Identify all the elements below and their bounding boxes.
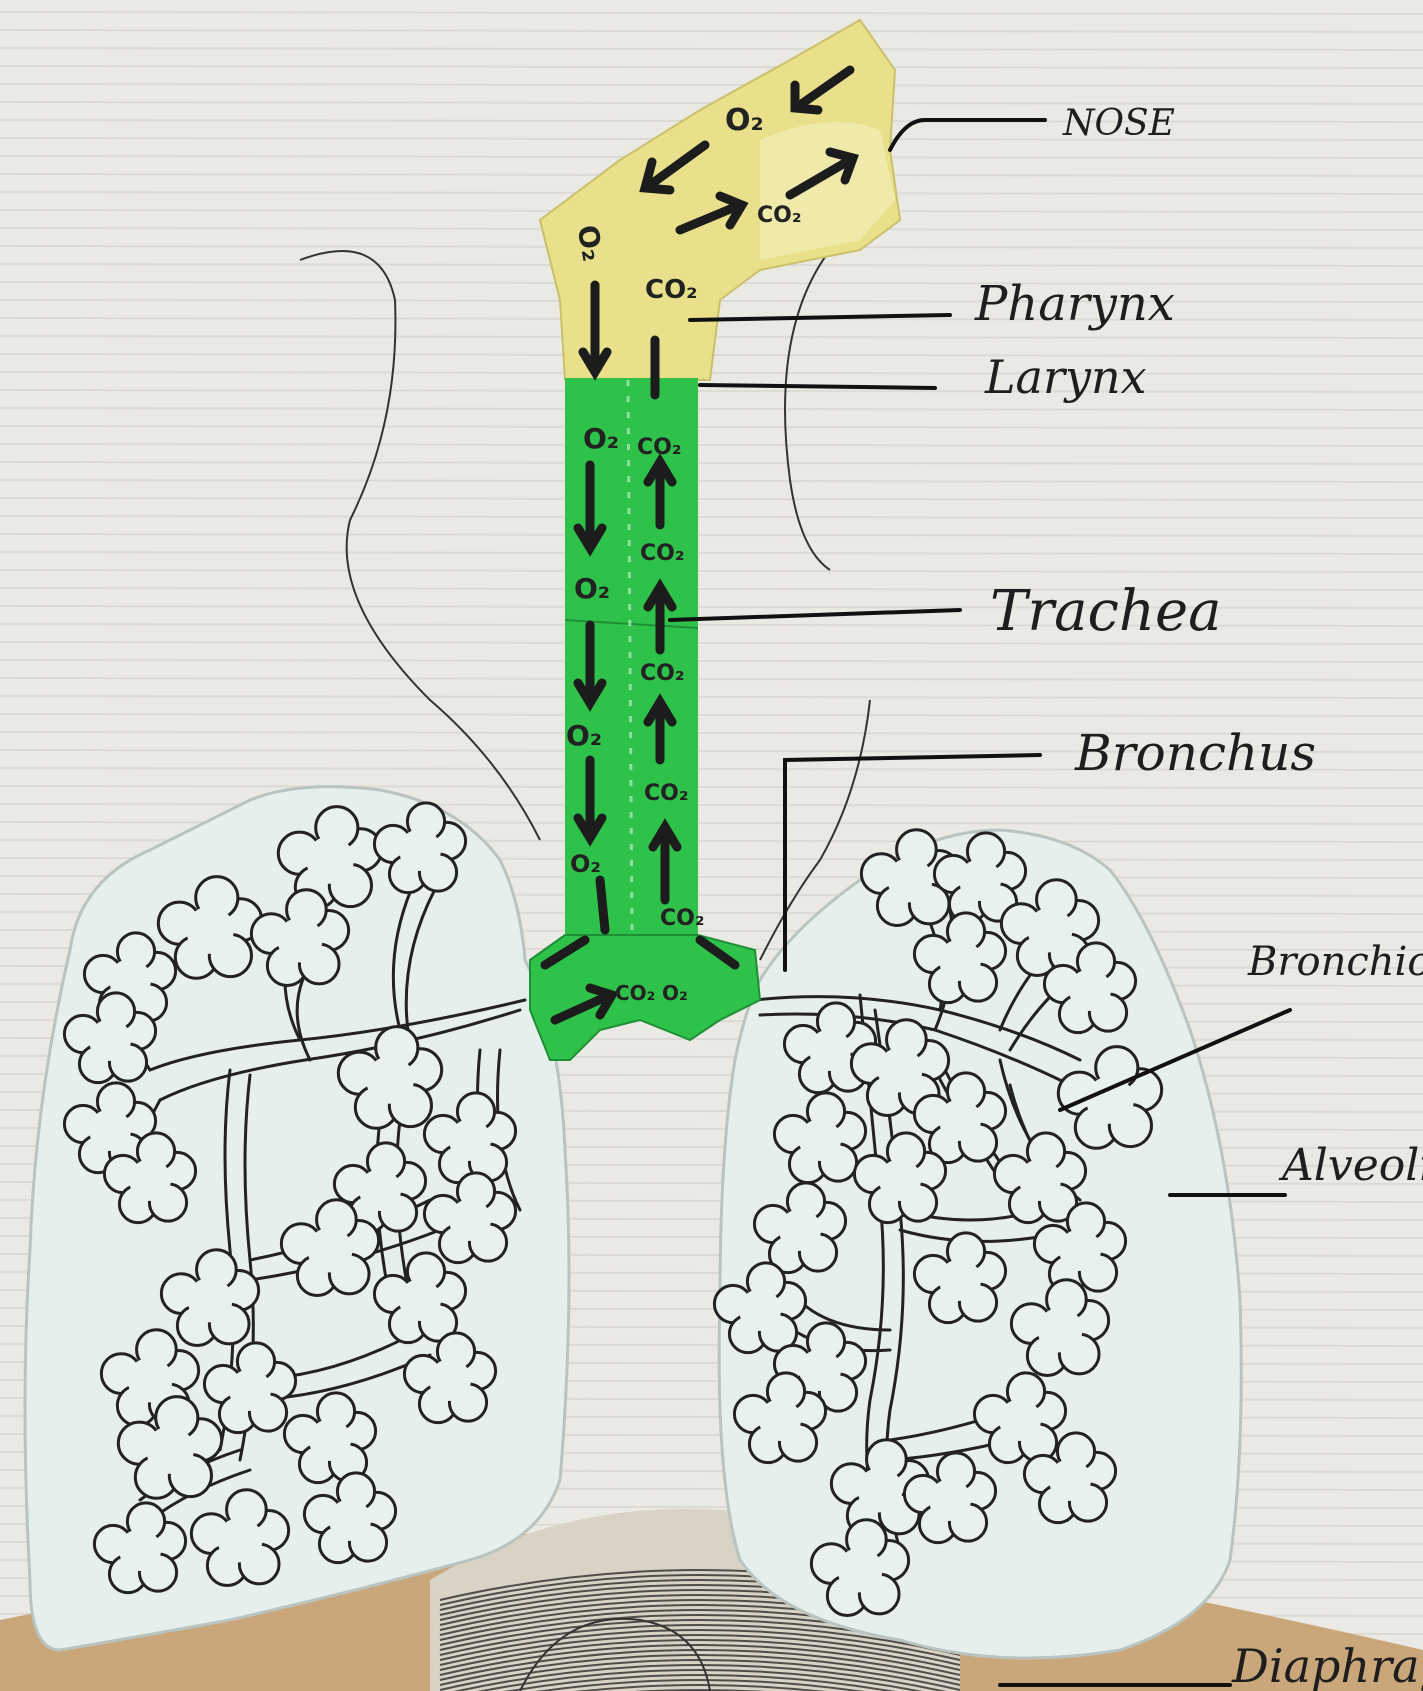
trachea-o2-label-3: O₂ (566, 719, 602, 752)
alveolus-core (218, 1518, 263, 1563)
alveolus-core (838, 1548, 883, 1593)
left-lung (25, 787, 569, 1650)
alveolus-core (119, 1529, 161, 1571)
nose-co2-label: CO₂ (757, 203, 801, 228)
alveolus-core (128, 1358, 173, 1403)
alveolus-core (399, 829, 441, 871)
alveolus-core (429, 1359, 471, 1401)
bronchus-o2-label: O₂ (662, 981, 688, 1005)
alveolus-core (959, 859, 1001, 901)
alveolus-core (449, 1119, 491, 1161)
alveolus-core (278, 918, 323, 963)
alveolus-core (759, 1399, 801, 1441)
alveolus-core (146, 1426, 194, 1474)
label-alveoli: Alveoli (1278, 1140, 1423, 1191)
alveolus-core (809, 1029, 851, 1071)
trachea-co2-label-2: CO₂ (640, 541, 684, 566)
alveolus-core (1049, 1459, 1091, 1501)
alveolus-core (359, 1169, 401, 1211)
alveolus-core (1069, 969, 1111, 1011)
alveolus-core (89, 1109, 131, 1151)
label-bronchiole: Bronchiole (1247, 939, 1423, 985)
nose-o2-label: O₂ (725, 103, 764, 138)
alveolus-core (186, 906, 234, 954)
trachea-o2-label-2: O₂ (574, 572, 610, 605)
label-pharynx: Pharynx (974, 276, 1175, 332)
alveolus-core (1038, 1308, 1083, 1353)
label-larynx: Larynx (984, 350, 1147, 404)
alveolus-core (229, 1369, 271, 1411)
alveolus-core (1059, 1229, 1101, 1271)
alveolus-core (89, 1019, 131, 1061)
bronchus-co2-label: CO₂ (615, 981, 655, 1005)
trachea-co2-label-4: CO₂ (644, 781, 688, 806)
alveolus-core (306, 836, 354, 884)
alveolus-core (878, 1048, 923, 1093)
alveolus-core (799, 1119, 841, 1161)
alveolus-core (399, 1279, 441, 1321)
alveolus-core (739, 1289, 781, 1331)
alveolus-core (939, 939, 981, 981)
label-diaphragm: Diaphragm (1231, 1639, 1423, 1691)
label-bronchus: Bronchus (1074, 724, 1316, 782)
alveolus-core (1019, 1159, 1061, 1201)
alveolus-core (1086, 1076, 1134, 1124)
label-trachea: Trachea (990, 579, 1221, 644)
trachea-co2-label-5: CO₂ (660, 906, 704, 931)
trachea-co2-label-1: CO₂ (637, 435, 681, 460)
alveolus-core (858, 1468, 903, 1513)
alveolus-core (366, 1056, 414, 1104)
alveolus-core (129, 1159, 171, 1201)
alveolus-core (329, 1499, 371, 1541)
alveolus-core (779, 1209, 821, 1251)
alveolus-core (999, 1399, 1041, 1441)
pharynx-co2-label: CO₂ (645, 275, 698, 305)
alveolus-core (939, 1099, 981, 1141)
alveolus-core (939, 1259, 981, 1301)
alveolus-core (1028, 908, 1073, 953)
alveolus-core (449, 1199, 491, 1241)
alveolus-core (309, 1419, 351, 1461)
trachea-o2-label-1: O₂ (583, 422, 619, 455)
alveolus-core (188, 1278, 233, 1323)
nose-o2-side-label: O₂ (571, 222, 610, 263)
alveolus-core (799, 1349, 841, 1391)
alveolus-core (929, 1479, 971, 1521)
trachea-o2-label-4: O₂ (570, 850, 601, 878)
alveolus-core (879, 1159, 921, 1201)
label-nose: NOSE (1062, 103, 1175, 144)
alveolus-core (308, 1228, 353, 1273)
trachea-co2-label-3: CO₂ (640, 661, 684, 686)
alveolus-core (888, 858, 933, 903)
